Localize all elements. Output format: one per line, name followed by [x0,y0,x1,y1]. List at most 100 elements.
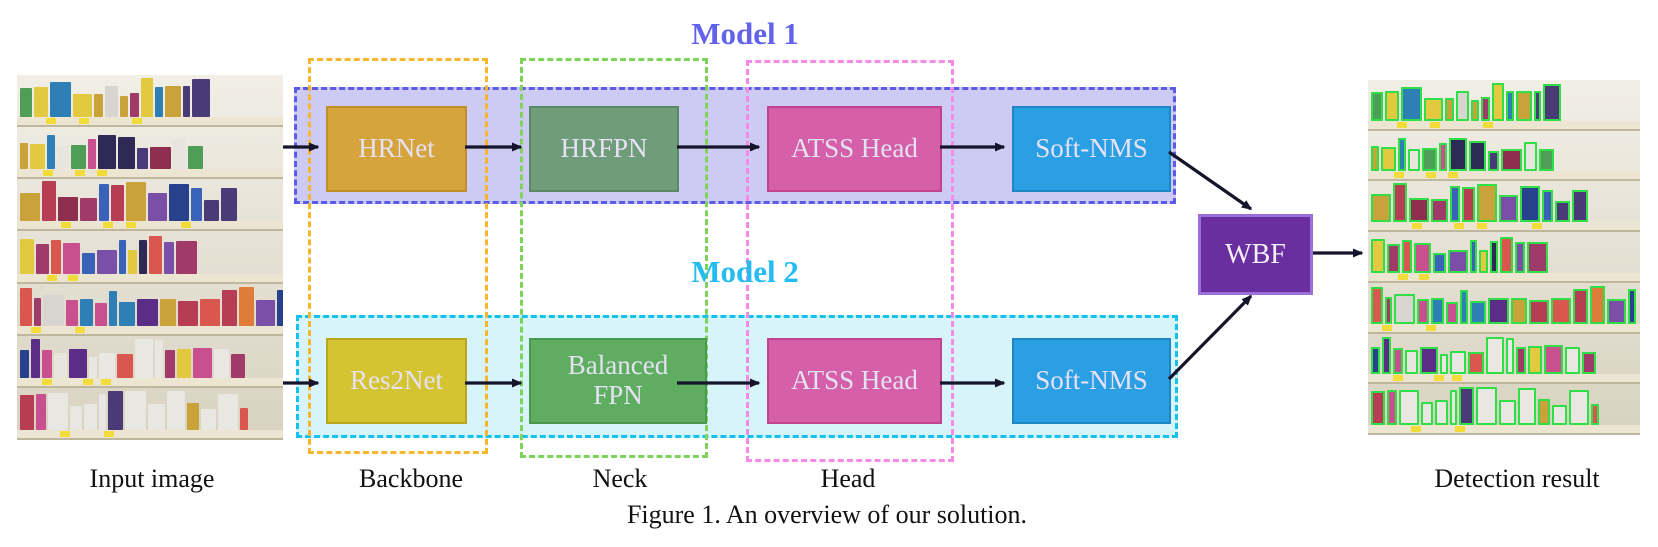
price-tag [1411,426,1421,433]
shelf-row [1368,131,1640,182]
detected-product-box [1448,138,1468,172]
product-box [20,349,29,378]
product-box [105,86,118,118]
product-box [65,300,78,326]
product-box [139,240,147,274]
price-tag [181,222,191,229]
detected-product-box [1420,346,1439,375]
detected-product-box [1485,336,1505,375]
product-box [176,348,191,378]
product-box [276,289,283,326]
product-box [57,145,69,170]
product-box [95,302,108,326]
detected-product-box [1510,297,1528,324]
detected-product-box [1492,83,1504,121]
head-label: Head [820,464,876,493]
shelf-products [17,127,283,170]
shelf-products [1368,283,1640,324]
detected-product-box [1572,288,1589,324]
detected-product-box [1449,350,1467,375]
detected-product-box [1479,250,1489,273]
detected-product-box [1386,390,1397,426]
detected-product-box [1392,347,1403,375]
price-tag [101,378,111,385]
product-box [256,300,275,326]
shelf-edge [1368,272,1640,283]
price-tag [42,378,52,385]
product-box [20,238,34,274]
price-tag [104,430,114,437]
detected-product-box [1517,387,1536,426]
stage-hrnet: HRNet [326,106,467,192]
product-box [192,79,211,118]
detected-product-box [1371,194,1391,223]
detected-product-box [1386,244,1401,273]
product-box [172,138,186,170]
detected-product-box [1501,149,1522,172]
detected-product-box [1398,389,1420,426]
detected-product-box [1423,97,1444,121]
price-tag [1455,426,1465,433]
product-box [165,350,175,378]
product-box [141,78,153,118]
price-tag [46,118,56,125]
shelf-products [17,179,283,222]
detected-product-box [1382,336,1391,375]
product-box [69,349,88,378]
stage-atss-head-model1: ATSS Head [767,106,942,192]
detected-product-box [1371,92,1383,121]
product-box [41,350,52,378]
price-tag [1398,273,1408,280]
detected-product-box [1543,84,1562,121]
backbone-label: Backbone [359,464,463,493]
shelf-edge [1368,374,1640,385]
detected-product-box [1476,387,1497,426]
shelf-edge [1368,425,1640,435]
detected-product-box [1371,239,1385,273]
shelf-row [1368,181,1640,233]
shelf-edge [1368,120,1640,131]
product-box [51,239,62,274]
detected-product-box [1515,241,1526,273]
product-box [221,289,238,326]
product-box [154,86,164,118]
product-box [128,250,138,274]
product-box [166,391,185,430]
product-box [192,347,213,378]
detected-product-box [1551,405,1567,426]
product-box [43,294,64,326]
input-image [17,75,283,440]
price-tag [1412,223,1422,230]
product-box [80,197,98,222]
detected-product-box [1487,297,1509,324]
product-box [50,82,71,118]
product-box [148,236,163,274]
product-box [108,390,124,430]
detected-product-box [1416,298,1429,324]
detected-product-box [1470,100,1479,121]
product-box [99,184,110,222]
product-box [159,299,177,326]
product-box [147,403,165,430]
detected-product-box [1571,190,1589,223]
neck-label: Neck [592,464,648,493]
shelf-row [17,75,283,128]
price-tag [1382,324,1392,331]
product-box [119,96,128,118]
product-box [214,349,230,378]
detected-product-box [1527,241,1549,273]
shelf-row [17,231,283,284]
detected-product-box [1480,97,1491,121]
model1-title: Model 1 [691,16,799,51]
arrow-nms1-to-wbf [1168,150,1253,211]
detected-product-box [1448,249,1468,273]
product-box [83,404,97,430]
product-box [239,286,255,326]
detected-product-box [1404,349,1419,375]
shelf-products [1368,232,1640,273]
detected-product-box [1591,403,1600,426]
detected-product-box [1542,189,1554,223]
product-box [53,352,68,378]
detected-product-box [1431,199,1449,223]
